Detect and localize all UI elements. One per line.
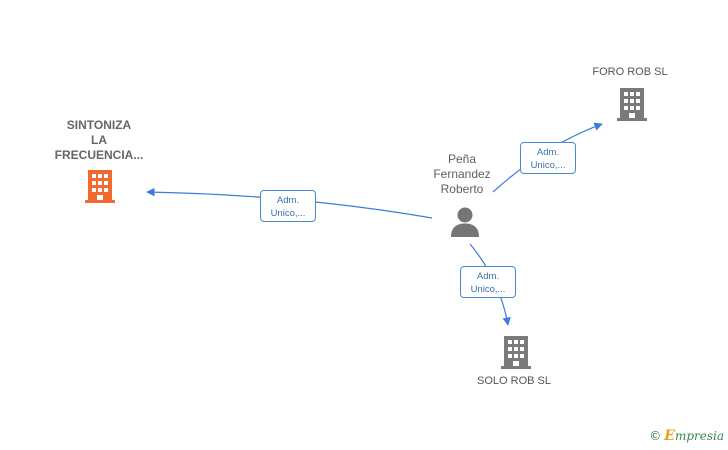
person-icon[interactable] (450, 206, 480, 238)
edge-label-foro[interactable]: Adm. Unico,... (520, 142, 576, 174)
empresia-logo: E (664, 428, 675, 444)
building-icon[interactable] (500, 334, 532, 370)
building-icon[interactable] (616, 86, 648, 122)
empresia-watermark: ©Empresia (649, 428, 724, 444)
edge-label-solo[interactable]: Adm. Unico,... (460, 266, 516, 298)
building-icon[interactable] (84, 168, 116, 204)
foro-rob-label[interactable]: FORO ROB SL (592, 66, 668, 78)
edge-label-main[interactable]: Adm. Unico,... (260, 190, 316, 222)
person-label[interactable]: Peña Fernandez Roberto (433, 152, 491, 196)
solo-rob-label[interactable]: SOLO ROB SL (477, 375, 551, 387)
main-company-label[interactable]: SINTONIZA LA FRECUENCIA... (54, 118, 144, 162)
copyright-icon: © (649, 429, 662, 443)
